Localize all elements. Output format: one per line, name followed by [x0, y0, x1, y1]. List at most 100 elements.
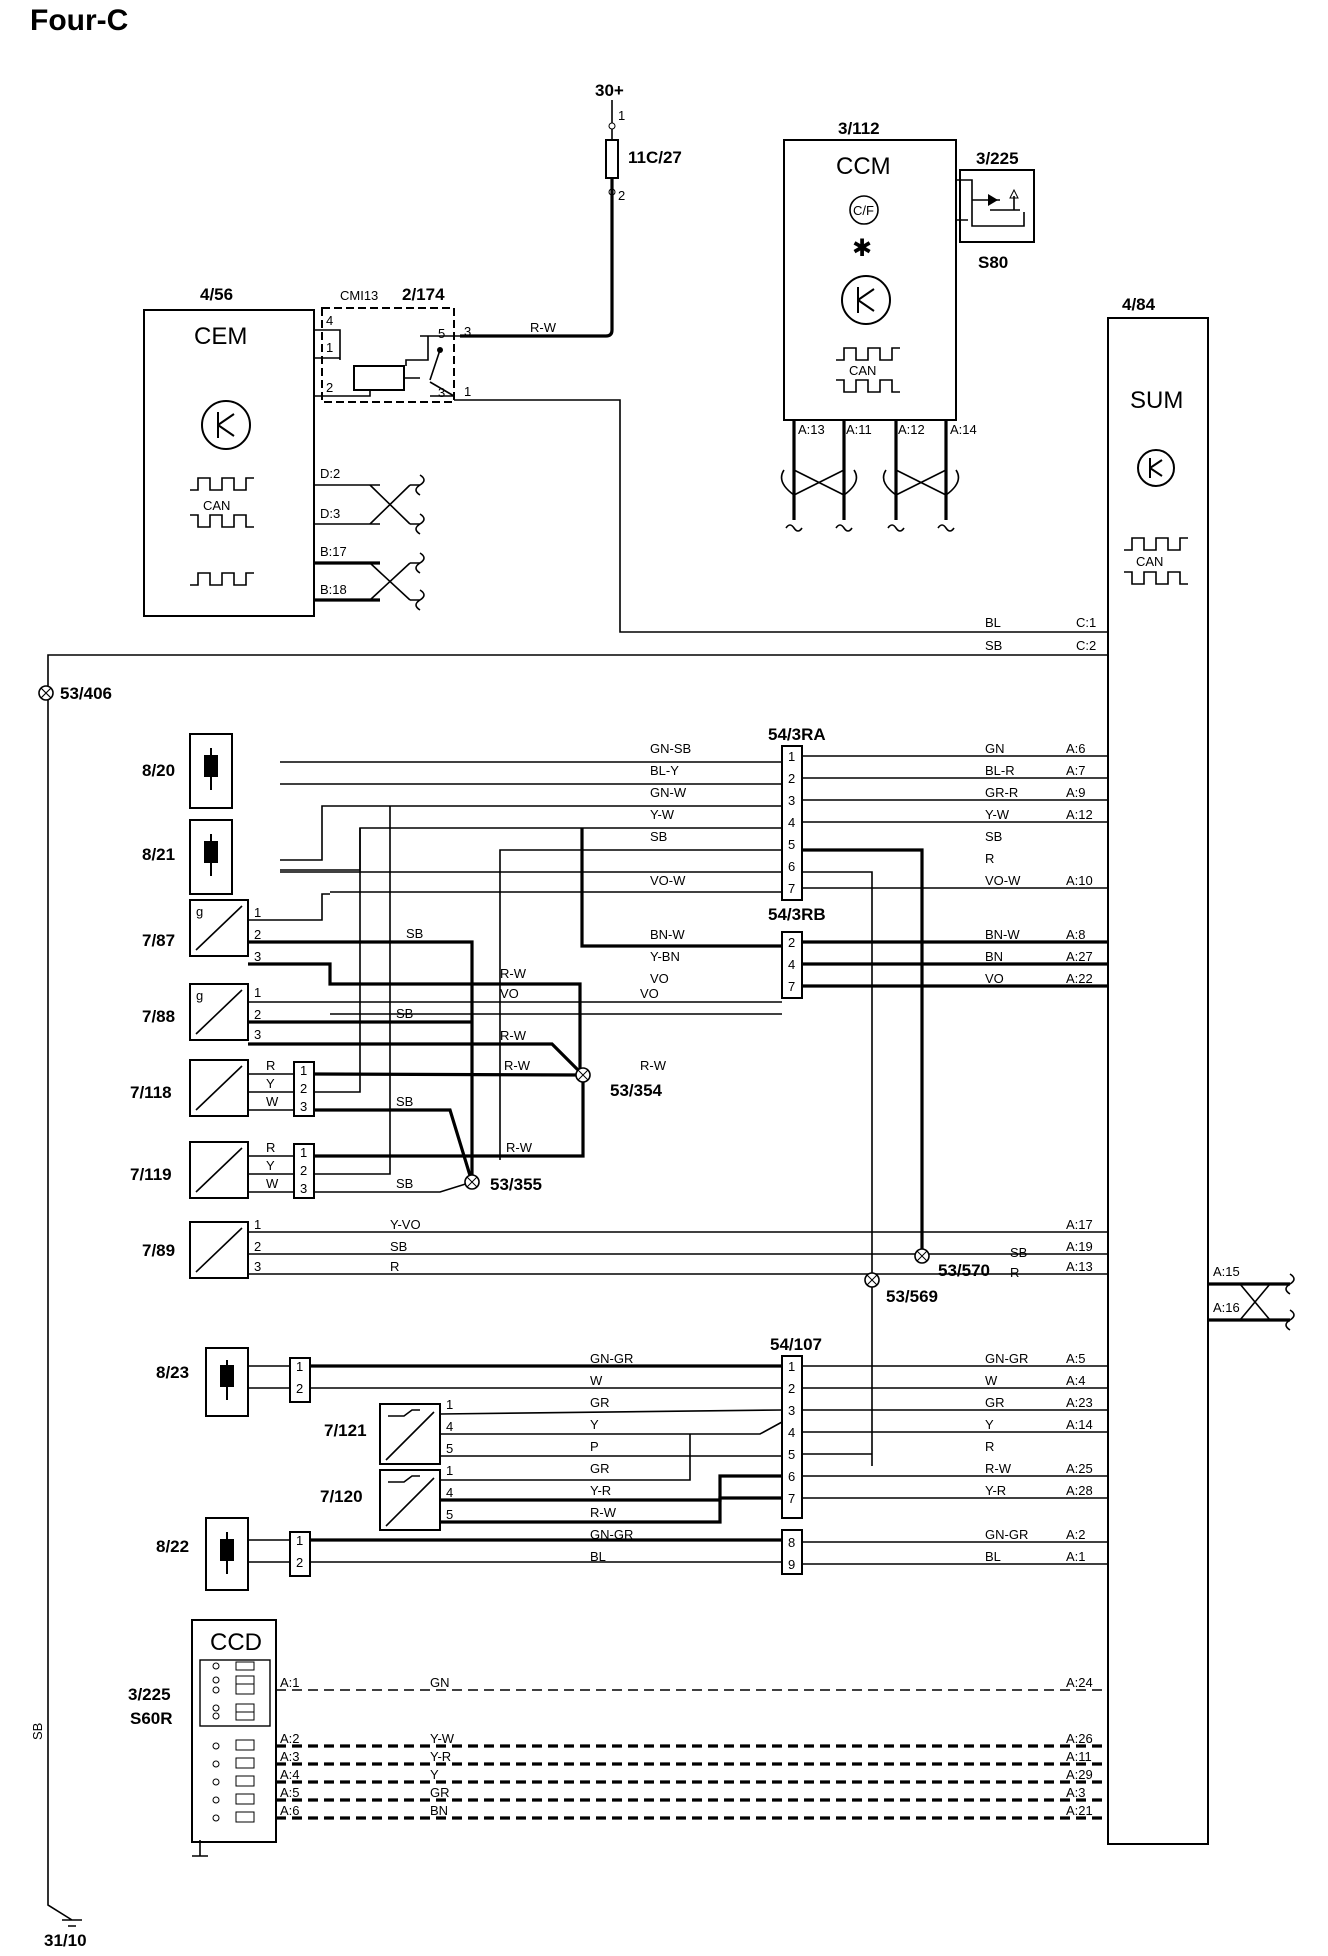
rb-right-color: BN: [985, 949, 1003, 964]
splice-53-569-label: 53/569: [886, 1287, 938, 1306]
fuse-label: 11C/27: [628, 148, 682, 167]
ra-sum-pin: A:10: [1066, 873, 1093, 888]
sensor-pin: 2: [300, 1163, 307, 1178]
comp-7-118-label: 7/118: [130, 1083, 172, 1102]
c107-sum-pin: A:2: [1066, 1527, 1086, 1542]
conn-pin: 2: [296, 1381, 303, 1396]
ccd-pin: A:1: [280, 1675, 300, 1690]
relay-pin-3i: 3: [438, 385, 445, 400]
sw225-sub: S80: [978, 253, 1008, 272]
relay-supply-wire: R-W: [530, 320, 557, 335]
ra-right-color: R: [985, 851, 994, 866]
cem-id: 4/56: [200, 285, 233, 304]
sensor-pin: 3: [254, 1027, 261, 1042]
c107-left-color: W: [590, 1373, 603, 1388]
wire-color-sb: SB: [985, 638, 1002, 653]
conn-pin: 2: [296, 1555, 303, 1570]
wire-color-bl: BL: [985, 615, 1001, 630]
ra-left-color: SB: [650, 829, 667, 844]
cem-pin-b18: B:18: [320, 582, 347, 597]
c107-pin: 3: [788, 1403, 795, 1418]
rb-pin: 7: [788, 979, 795, 994]
ra-left-color: GN-SB: [650, 741, 691, 756]
c107-left-color: GN-GR: [590, 1527, 633, 1542]
relay-pin-3: 3: [464, 324, 471, 339]
sensor-pin: 1: [446, 1463, 453, 1478]
ra-right-color: GN: [985, 741, 1005, 756]
c107-right-color: R-W: [985, 1461, 1012, 1476]
wire-rw: R-W: [500, 966, 527, 981]
ccm-id: 3/112: [838, 119, 880, 138]
wire-color-right: R: [1010, 1265, 1019, 1280]
ccd-wire-color: GR: [430, 1785, 450, 1800]
relay-pin-5: 5: [438, 326, 445, 341]
ra-pin: 2: [788, 771, 795, 786]
c107-pin: 7: [788, 1491, 795, 1506]
sum-name: SUM: [1130, 387, 1183, 414]
c107-right-color: GN-GR: [985, 1351, 1028, 1366]
ccm-transistor-icon: [841, 275, 891, 325]
splice-53-570: 53/570: [914, 1248, 990, 1280]
c107-left-color: GR: [590, 1461, 610, 1476]
ccm-pin-a11: A:11: [846, 422, 872, 437]
ra-left-color: BL-Y: [650, 763, 679, 778]
wire-rw: R-W: [506, 1140, 533, 1155]
sensor-7-120: [379, 1469, 441, 1531]
ccd-sum-pin: A:21: [1066, 1803, 1093, 1818]
ra-left-color: VO-W: [650, 873, 686, 888]
cem-module: [143, 309, 315, 617]
sensor-pin: 1: [254, 905, 261, 920]
wire-color: R: [390, 1259, 399, 1274]
ccd-id: 3/225: [128, 1685, 171, 1704]
ccd-name: CCD: [210, 1629, 262, 1656]
ra-right-color: Y-W: [985, 807, 1010, 822]
ccd-sum-pin: A:11: [1066, 1749, 1092, 1764]
sum-pin: A:19: [1066, 1239, 1093, 1254]
c107-left-color: P: [590, 1439, 599, 1454]
ccm-temp-icon: [849, 195, 879, 225]
rb-pin: 2: [788, 935, 795, 950]
c107-pin: 9: [788, 1557, 795, 1572]
page-title: Four-C: [30, 4, 128, 37]
ccd-pin: A:2: [280, 1731, 300, 1746]
conn-pin: 1: [296, 1533, 303, 1548]
ccd-sum-pin: A:26: [1066, 1731, 1093, 1746]
c107-sum-pin: A:4: [1066, 1373, 1086, 1388]
sum-transistor-icon: [1137, 449, 1175, 487]
connector-rb-label: 54/3RB: [768, 905, 826, 924]
ra-right-color: VO-W: [985, 873, 1021, 888]
ra-pin: 4: [788, 815, 795, 830]
c107-pin: 6: [788, 1469, 795, 1484]
fuse-pin2: 2: [618, 188, 625, 203]
wire-vo2: VO: [640, 986, 659, 1001]
c107-right-color: Y-R: [985, 1483, 1006, 1498]
relay-pin-1o: 1: [464, 384, 471, 399]
ccd-sum-pin: A:29: [1066, 1767, 1093, 1782]
sensor-pin: 2: [254, 1007, 261, 1022]
ground-wire-color: SB: [30, 1723, 45, 1740]
sensor-letter: Y: [266, 1158, 275, 1173]
wire-color-right: SB: [1010, 1245, 1027, 1260]
ground-terminal-label: 31/10: [44, 1931, 87, 1950]
ccd-wire-color: GN: [430, 1675, 450, 1690]
ra-pin: 6: [788, 859, 795, 874]
c107-sum-pin: A:28: [1066, 1483, 1093, 1498]
cem-pin-b17: B:17: [320, 544, 347, 559]
sum-pin-c1: C:1: [1076, 615, 1096, 630]
splice-53-569: 53/569: [864, 1272, 938, 1306]
wire-color: SB: [390, 1239, 407, 1254]
cem-can: CAN: [203, 498, 230, 513]
ra-sum-pin: A:12: [1066, 807, 1093, 822]
sum-can: CAN: [1136, 554, 1163, 569]
ra-sum-pin: A:9: [1066, 785, 1086, 800]
